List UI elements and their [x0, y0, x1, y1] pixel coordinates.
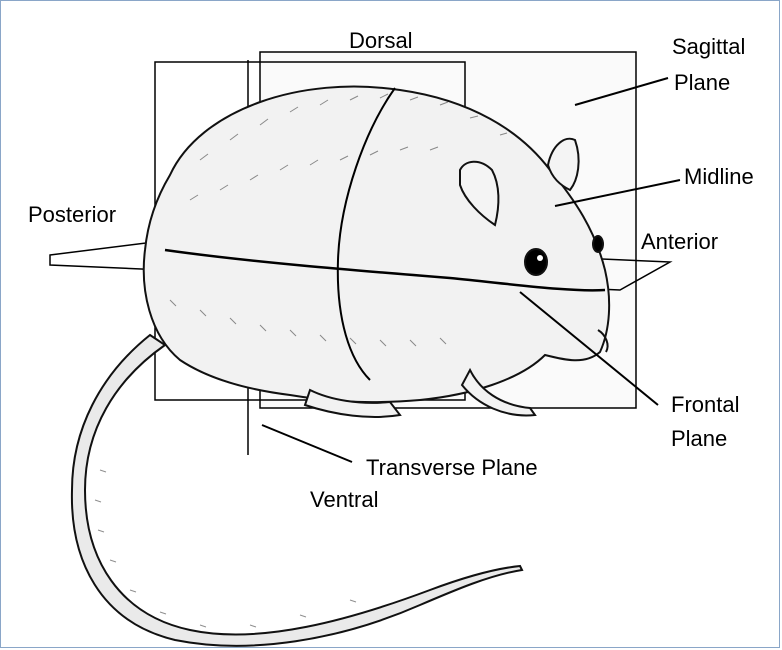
label-transverse-plane: Transverse Plane [366, 455, 538, 481]
rat-body [72, 87, 609, 646]
label-midline: Midline [684, 164, 754, 190]
label-anterior: Anterior [641, 229, 718, 255]
label-dorsal: Dorsal [349, 28, 413, 54]
label-sagittal-plane-line1: Sagittal [672, 34, 745, 60]
label-frontal-plane-line2: Plane [671, 426, 727, 452]
label-frontal-plane-line1: Frontal [671, 392, 739, 418]
label-ventral: Ventral [310, 487, 379, 513]
label-posterior: Posterior [28, 202, 116, 228]
label-sagittal-plane-line2: Plane [674, 70, 730, 96]
